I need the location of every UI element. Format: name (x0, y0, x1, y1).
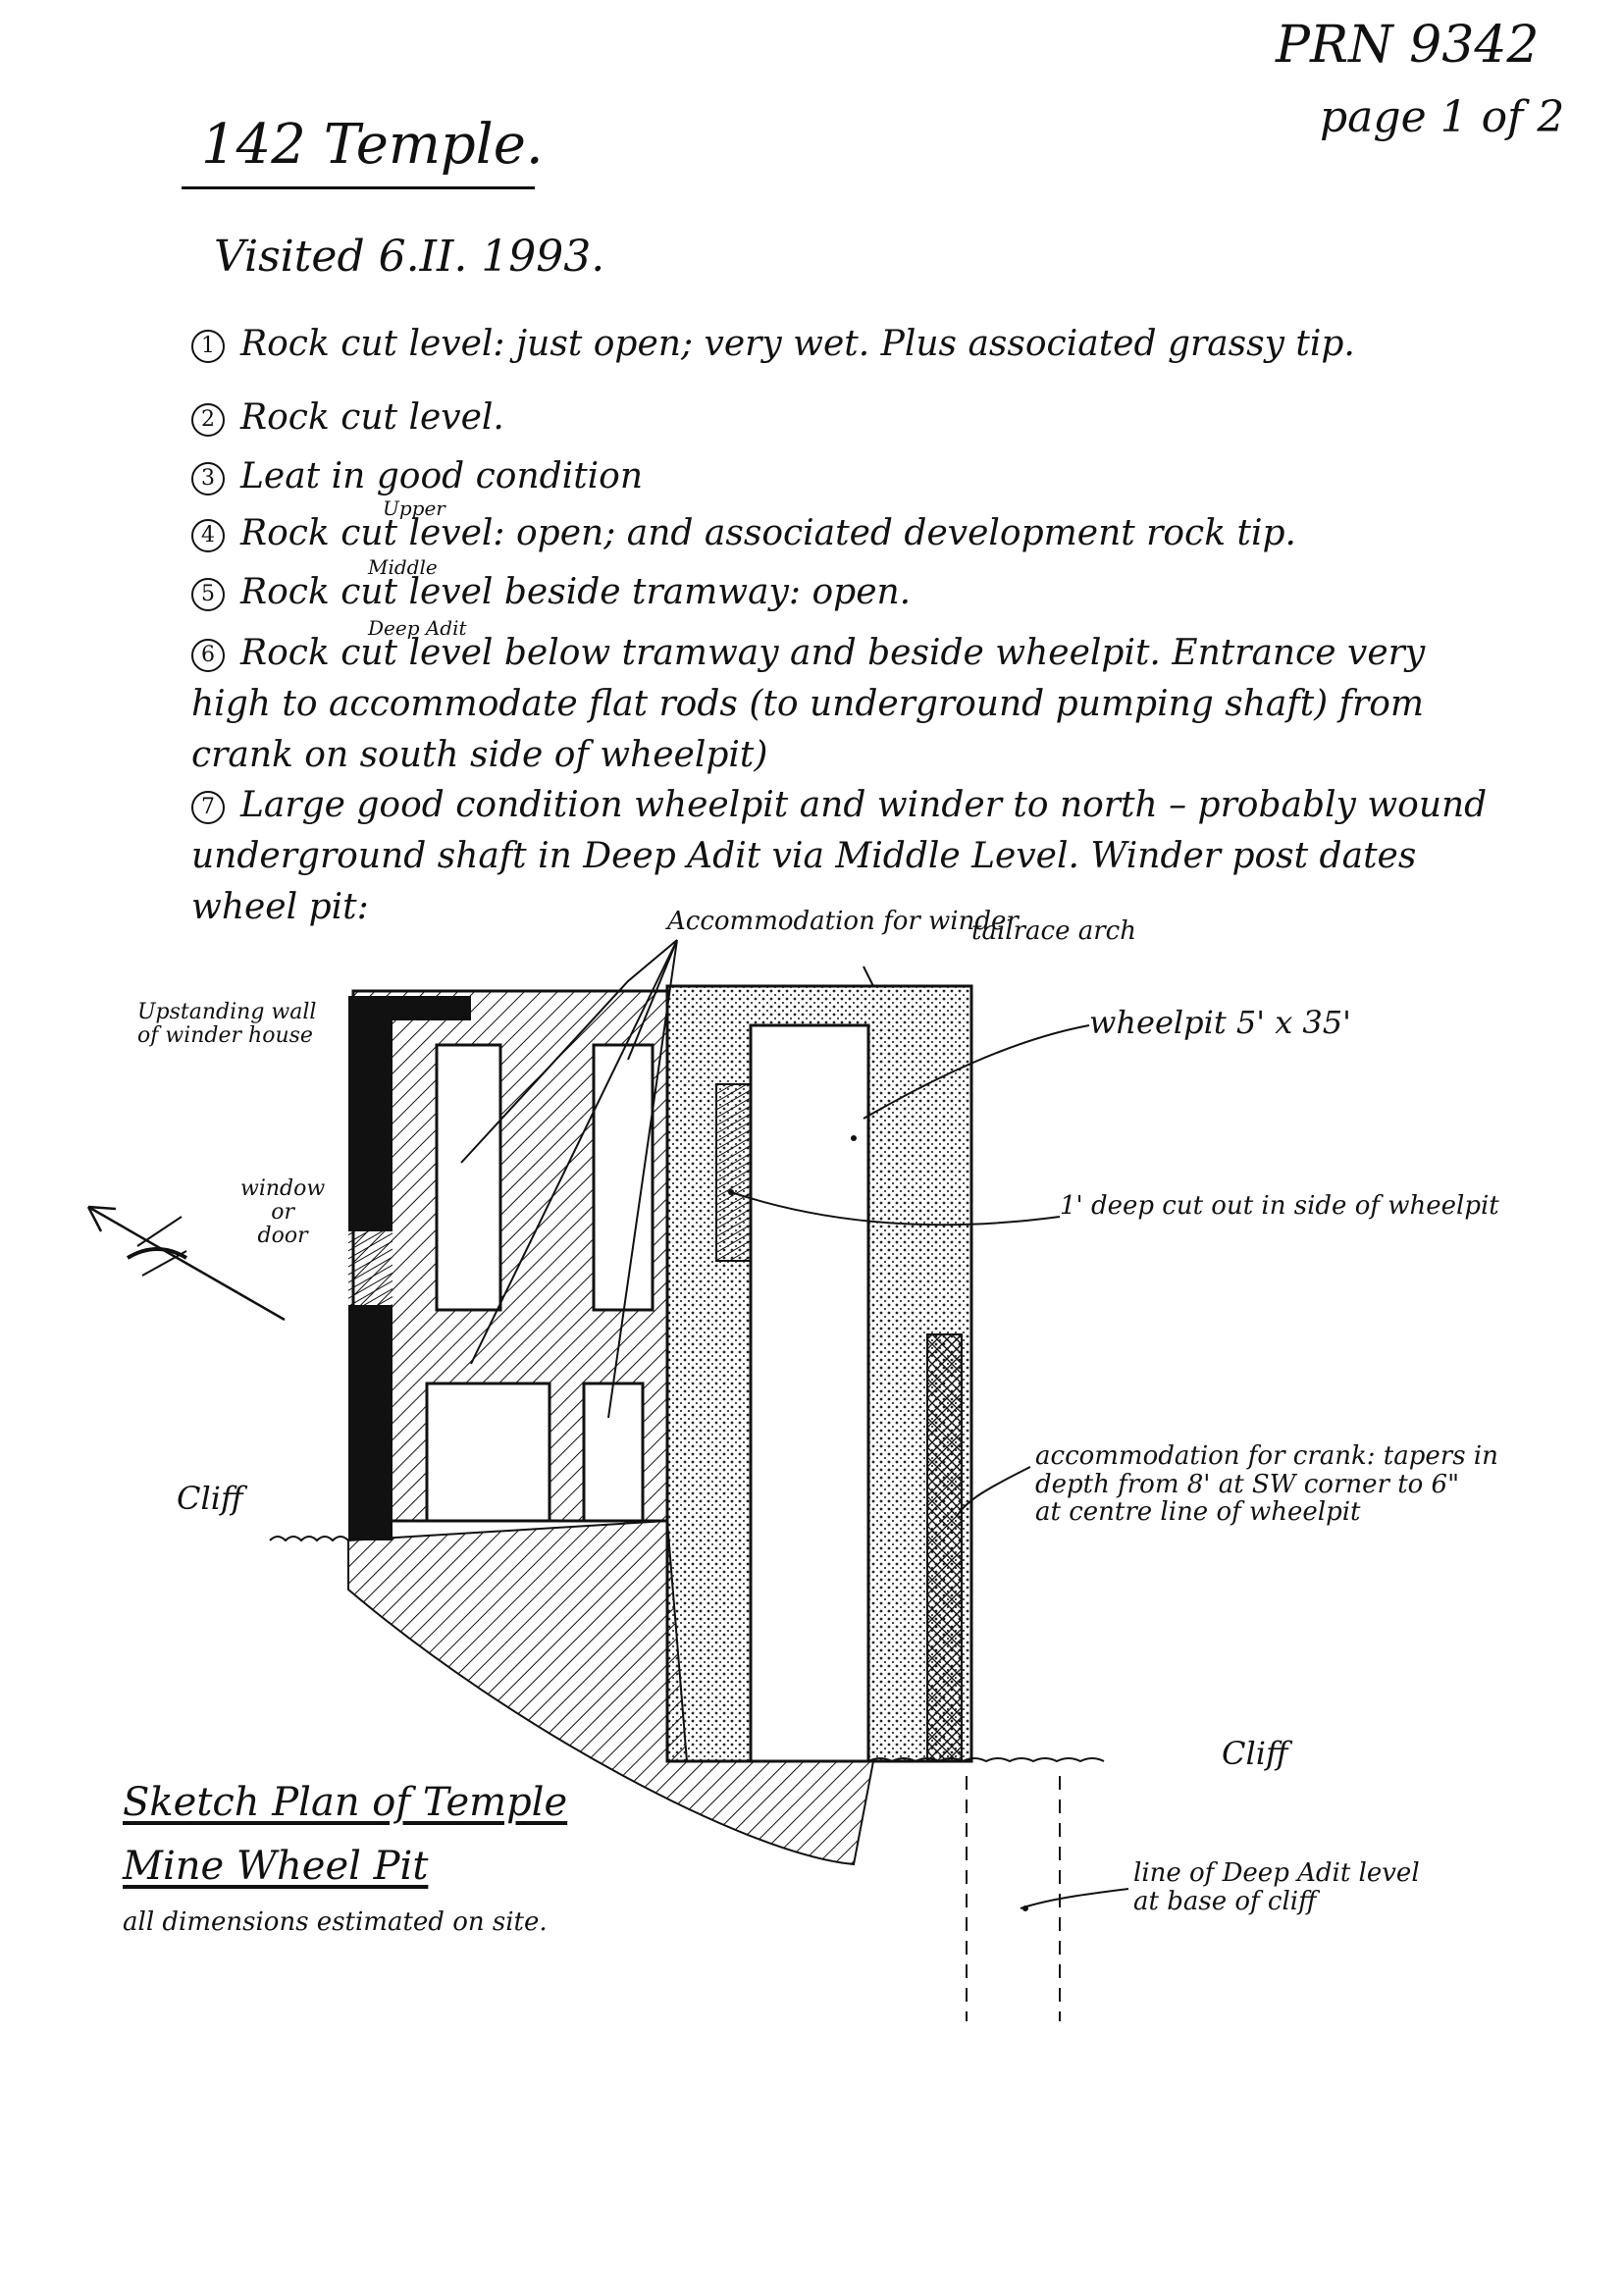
item-number: 4 (191, 519, 225, 552)
item-text: Large good condition wheelpit and winder… (191, 785, 1488, 928)
note-item-1: 1 Rock cut level: just open; very wet. Pl… (191, 319, 1496, 370)
label-crank: accommodation for crank: tapers in depth… (1035, 1441, 1498, 1528)
upstanding-wall-top (348, 996, 471, 1020)
note-item-4: Upper 4 Rock cut level: open; and associa… (191, 496, 1496, 559)
item-insert: Middle (368, 555, 438, 579)
label-cliff-right: Cliff (1222, 1735, 1288, 1772)
label-tailrace-arch: tailrace arch (971, 916, 1136, 946)
label-cut-out: 1' deep cut out in side of wheelpit (1060, 1191, 1499, 1221)
caption-note: all dimensions estimated on site. (123, 1907, 548, 1937)
item-text: Rock cut level: just open; very wet. Plu… (240, 324, 1355, 364)
cliff-line-right (867, 1757, 1105, 1763)
winder-opening (435, 1043, 502, 1312)
upstanding-wall (348, 996, 393, 1231)
winder-opening (582, 1382, 645, 1523)
item-number: 5 (191, 578, 225, 611)
item-text: Rock cut level. (240, 397, 504, 438)
page-number: page 1 of 2 (1320, 92, 1565, 142)
note-item-2: 2 Rock cut level. (191, 392, 1496, 444)
cliff-line-left (269, 1536, 349, 1542)
item-text: Rock cut level beside tramway: open. (240, 572, 912, 612)
label-cliff-left: Cliff (177, 1480, 243, 1517)
item-text: Rock cut level below tramway and beside … (191, 633, 1426, 776)
label-upstanding-wall: Upstanding wall of winder house (137, 1000, 317, 1049)
leader-line (956, 1466, 1031, 1517)
item-number: 2 (191, 403, 225, 437)
label-wheelpit: wheelpit 5' x 35' (1089, 1004, 1351, 1041)
upstanding-wall-lower (348, 1305, 393, 1540)
leader-line (730, 1191, 1061, 1226)
label-accommodation-winder: Accommodation for winder (667, 907, 1019, 936)
document-reference: PRN 9342 (1276, 16, 1540, 75)
item-text: Rock cut level: open; and associated dev… (240, 513, 1296, 553)
label-deep-adit: line of Deep Adit level at base of cliff (1133, 1858, 1420, 1916)
visit-date: Visited 6.II. 1993. (214, 232, 605, 282)
leader-line (470, 939, 678, 1365)
crank-accommodation (926, 1333, 963, 1762)
lower-slope (347, 1519, 875, 1866)
winder-opening (425, 1382, 551, 1523)
leader-line (863, 965, 874, 987)
note-item-3: 3 Leat in good condition (191, 451, 1496, 502)
item-insert: Upper (383, 496, 445, 520)
page-title: 142 Temple. (201, 113, 544, 177)
leader-line (863, 1024, 1090, 1120)
item-text: Leat in good condition (240, 456, 644, 496)
wheelpit (749, 1023, 870, 1763)
item-number: 3 (191, 462, 225, 496)
leader-line (607, 939, 678, 1419)
leader-line (627, 939, 678, 1061)
note-item-5: Middle 5 Rock cut level beside tramway: o… (191, 555, 1496, 618)
caption-title-line-2: Mine Wheel Pit (123, 1844, 429, 1889)
item-number: 1 (191, 330, 225, 363)
caption-title-line-1: Sketch Plan of Temple (123, 1780, 568, 1825)
item-number: 7 (191, 791, 225, 824)
label-window-door: window or door (240, 1176, 326, 1249)
north-arrow-icon (86, 1205, 286, 1322)
item-number: 6 (191, 639, 225, 672)
cut-out (715, 1083, 752, 1262)
item-insert: Deep Adit (368, 616, 467, 640)
leader-line (460, 939, 678, 1164)
title-underline (182, 186, 535, 189)
window-door-gap (348, 1231, 393, 1305)
leader-line (1020, 1888, 1129, 1909)
